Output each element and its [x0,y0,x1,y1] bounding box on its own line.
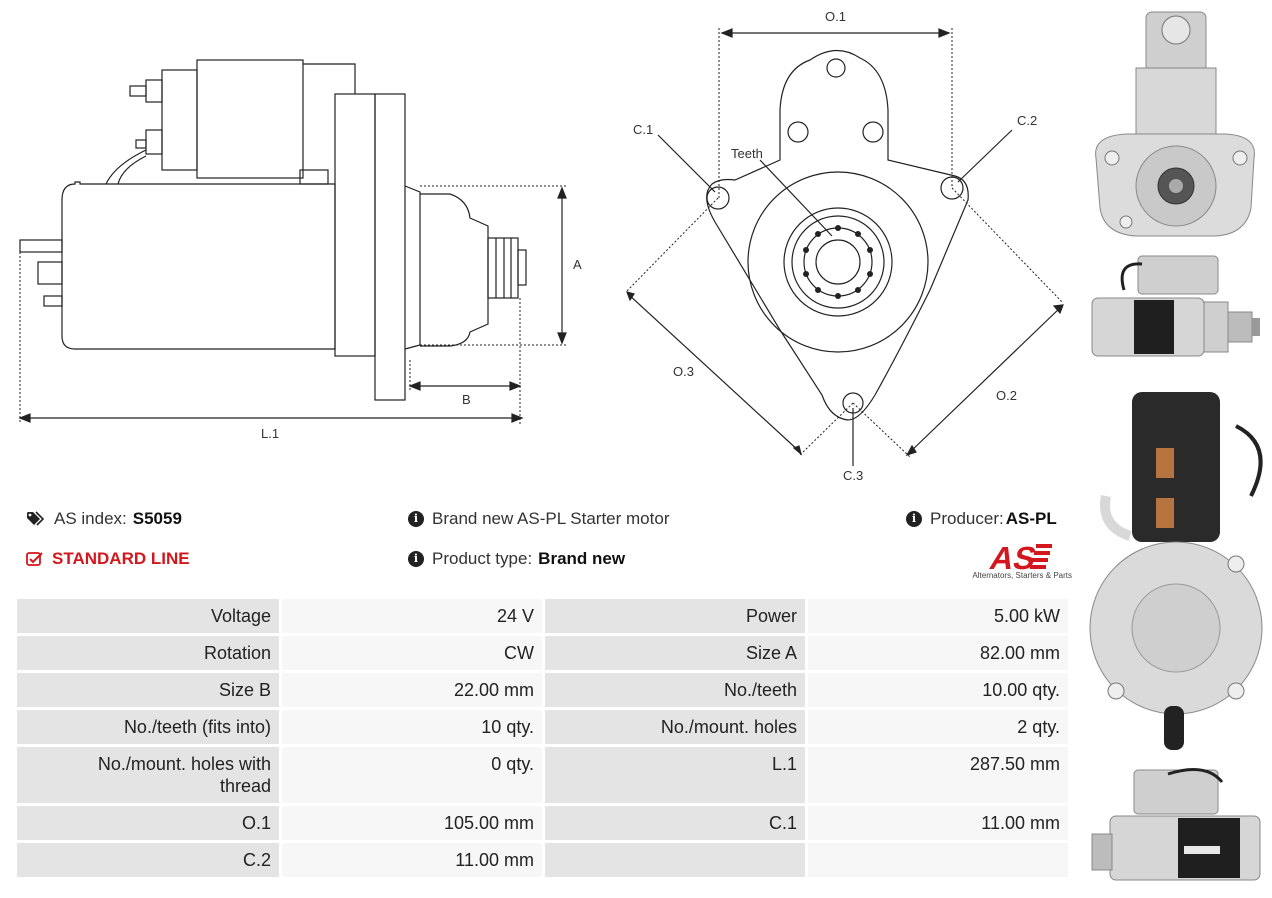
spec-label: C.1 [545,806,805,840]
dim-label-o1: O.1 [825,9,846,24]
as-index: AS index: S5059 [26,509,182,529]
spec-label [545,843,805,877]
spec-value: 0 qty. [282,747,542,803]
specs-table: Voltage 24 V Power 5.00 kW Rotation CW S… [14,596,1071,880]
technical-drawing: A B L.1 [18,9,1064,483]
standard-line-label: STANDARD LINE [52,549,190,568]
dim-label-c2: C.2 [1017,113,1037,128]
producer-label: Producer: [930,509,1004,528]
as-pl-logo: AS [987,540,1052,576]
pinion-outline [487,237,519,299]
as-index-label: AS index: [54,509,127,528]
dim-label-l1: L.1 [261,426,279,441]
producer-value: AS-PL [1005,509,1057,528]
solenoid-outline [196,59,304,179]
table-row: C.2 11.00 mm [17,843,1068,877]
spec-label: No./mount. holes [545,710,805,744]
spec-value [808,843,1068,877]
spec-value: 5.00 kW [808,599,1068,633]
spec-label: No./teeth [545,673,805,707]
table-row: Rotation CW Size A 82.00 mm [17,636,1068,670]
photo-side-view [1091,255,1260,357]
table-row: No./mount. holes with thread 0 qty. L.1 … [17,747,1068,803]
info-icon: i [408,511,424,527]
dim-label-a: A [573,257,582,272]
photo-rear-view [1089,392,1263,750]
spec-label: O.1 [17,806,279,840]
front-flange-outline [706,49,969,421]
dim-label-o3: O.3 [673,364,694,379]
spec-value: 24 V [282,599,542,633]
photo-front-view [1095,11,1255,237]
spec-value: 11.00 mm [282,843,542,877]
dim-label-b: B [462,392,471,407]
table-row: O.1 105.00 mm C.1 11.00 mm [17,806,1068,840]
spec-value: 10 qty. [282,710,542,744]
description: i Brand new AS-PL Starter motor [408,509,669,529]
table-row: Size B 22.00 mm No./teeth 10.00 qty. [17,673,1068,707]
spec-label: Voltage [17,599,279,633]
dim-label-o2: O.2 [996,388,1017,403]
description-text: Brand new AS-PL Starter motor [432,509,670,528]
spec-label: Size B [17,673,279,707]
product-type-value: Brand new [538,549,626,568]
front-housing-circle [747,171,929,353]
spec-value: CW [282,636,542,670]
logo-mark: AS [987,540,1040,575]
info-icon: i [906,511,922,527]
standard-line: STANDARD LINE [26,549,190,569]
spec-label: Rotation [17,636,279,670]
spec-value: 82.00 mm [808,636,1068,670]
dim-label-c3: C.3 [843,468,863,483]
producer: i Producer: AS-PL [906,509,1057,529]
motor-flange [334,93,376,357]
spec-value: 22.00 mm [282,673,542,707]
spec-value: 11.00 mm [808,806,1068,840]
dim-label-teeth: Teeth [731,146,763,161]
tag-icon [27,511,45,526]
info-icon: i [408,551,424,567]
product-type: i Product type: Brand new [408,549,625,569]
spec-label: Size A [545,636,805,670]
table-row: Voltage 24 V Power 5.00 kW [17,599,1068,633]
motor-body-outline [61,181,336,350]
spec-label: L.1 [545,747,805,803]
spec-label: Power [545,599,805,633]
spec-label: No./teeth (fits into) [17,710,279,744]
photo-side-view-2 [1091,768,1261,881]
spec-label: C.2 [17,843,279,877]
spec-value: 10.00 qty. [808,673,1068,707]
product-type-label: Product type: [432,549,533,568]
checkbox-icon [26,552,43,566]
spec-value: 2 qty. [808,710,1068,744]
spec-label: No./mount. holes with thread [17,747,279,803]
as-index-value: S5059 [132,509,182,528]
dim-label-c1: C.1 [633,122,653,137]
table-row: No./teeth (fits into) 10 qty. No./mount.… [17,710,1068,744]
logo-tagline: Alternators, Starters & Parts [972,571,1072,580]
spec-value: 287.50 mm [808,747,1068,803]
spec-value: 105.00 mm [282,806,542,840]
